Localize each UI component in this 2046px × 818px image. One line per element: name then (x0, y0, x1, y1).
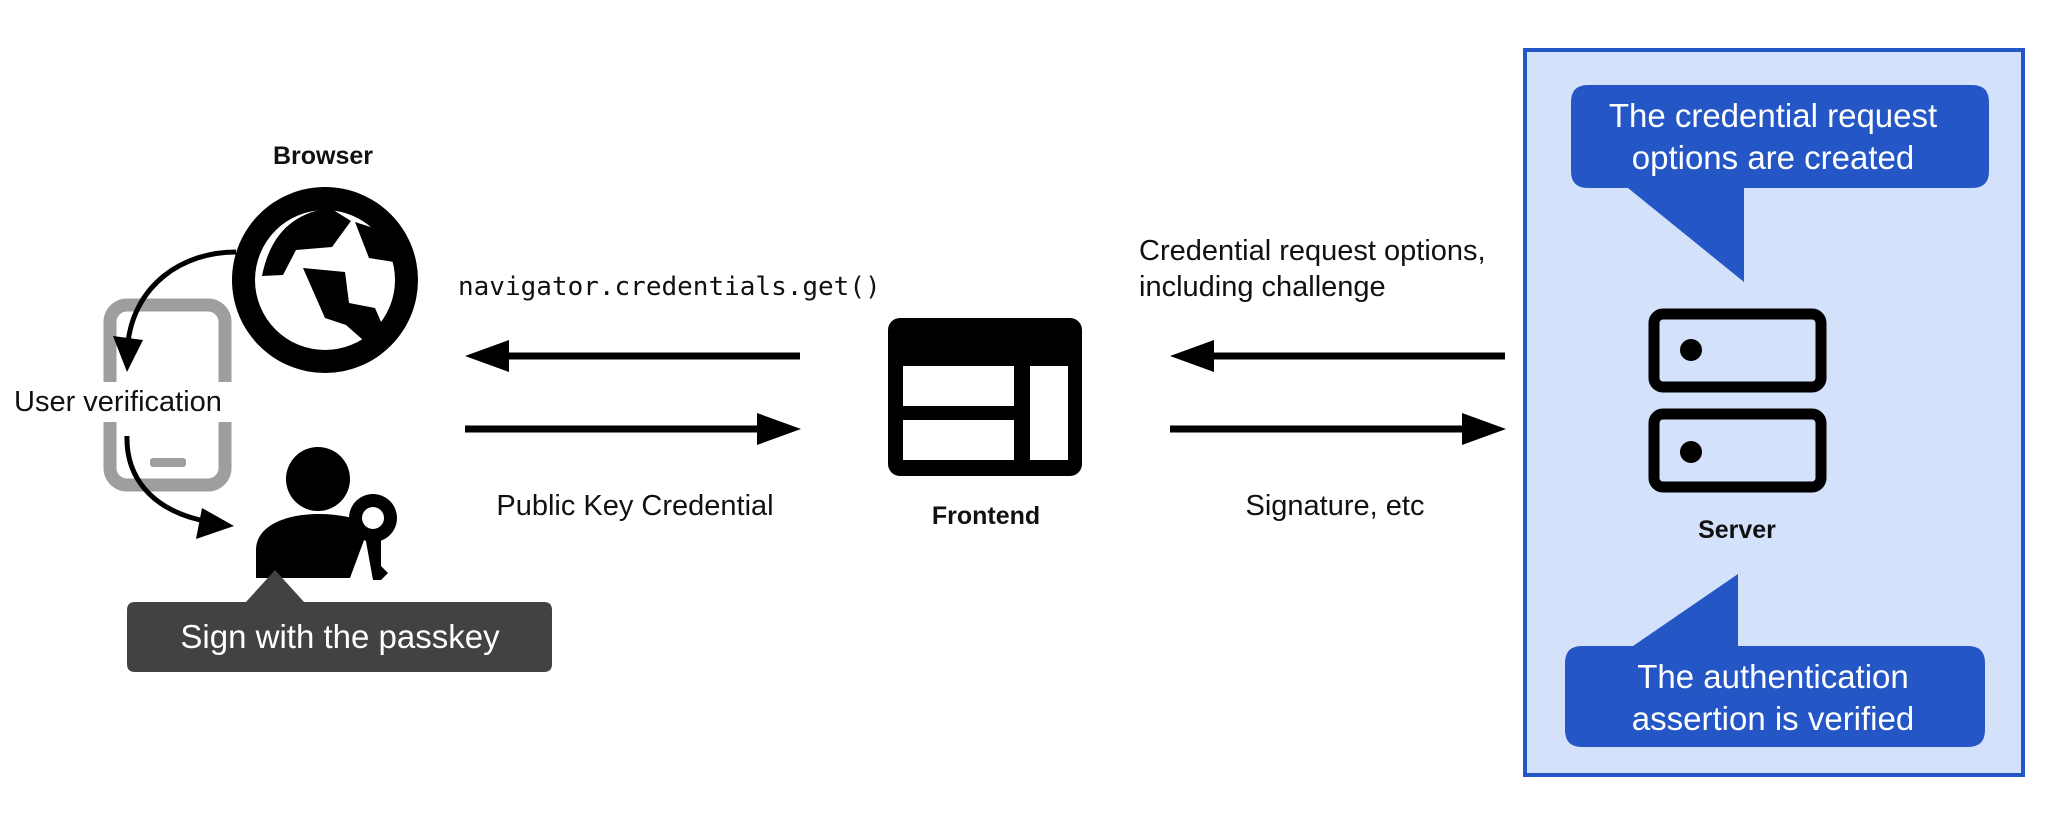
frontend-to-browser-label: navigator.credentials.get() (458, 272, 881, 302)
browser-label: Browser (273, 142, 373, 170)
server-icon (1648, 308, 1827, 493)
server-to-frontend-label-line-2: including challenge (1139, 271, 1386, 303)
arrow-server-to-frontend (1170, 340, 1505, 372)
user-verification-label: User verification (14, 386, 222, 418)
server-panel: The credential request options are creat… (1523, 48, 2025, 777)
callout-bubble-top (1571, 85, 1989, 282)
callout-bubble-dark (127, 570, 552, 672)
server-to-frontend-label-line-1: Credential request options, (1139, 235, 1486, 267)
callout-bubble-bottom (1565, 574, 1985, 747)
arrow-frontend-to-server (1170, 413, 1506, 445)
globe-icon (232, 187, 418, 373)
frontend-to-server-label: Signature, etc (1246, 490, 1425, 522)
server-callout-top-line-2: options are created (1632, 139, 1915, 176)
curved-arrow-browser-to-phone (113, 249, 237, 372)
person-with-key-icon (256, 447, 397, 580)
browser-to-frontend-label: Public Key Credential (496, 490, 773, 522)
server-callout-top: The credential request options are creat… (1571, 85, 1989, 282)
server-callout-bottom-line-2: assertion is verified (1632, 700, 1914, 737)
arrow-frontend-to-browser (465, 340, 800, 372)
sign-passkey-callout: Sign with the passkey (127, 570, 552, 672)
server-callout-top-line-1: The credential request (1609, 97, 1937, 134)
curved-arrow-phone-to-user (124, 435, 234, 539)
web-page-layout-icon (888, 318, 1082, 476)
user-verification-label-backing (12, 382, 244, 422)
frontend-label: Frontend (932, 502, 1040, 530)
server-callout-bottom-line-1: The authentication (1637, 658, 1909, 695)
sign-passkey-callout-text: Sign with the passkey (180, 618, 500, 655)
arrow-browser-to-frontend (465, 413, 801, 445)
server-callout-bottom: The authentication assertion is verified (1565, 574, 1985, 747)
server-label: Server (1698, 516, 1776, 544)
